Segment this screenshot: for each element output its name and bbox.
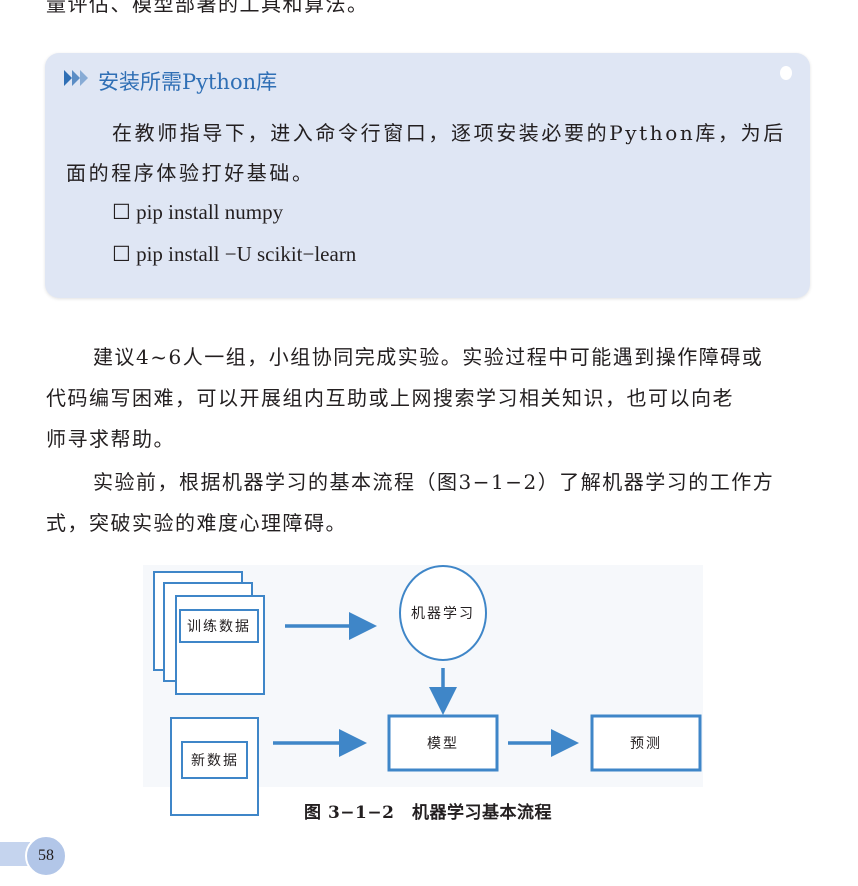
activity-title: 安装所需Python库 [98,70,278,94]
machine-learning-node [399,565,487,661]
new-data-label: 新数据 [191,753,239,769]
activity-text: 在教师指导下，进入命令行窗口，逐项安装必要的Python库，为后 [112,121,786,145]
training-data-label: 训练数据 [187,619,251,635]
model-node [387,714,499,772]
model-label: 模型 [427,736,459,752]
new-data-label-box [181,741,248,779]
body-text: 式，突破实验的难度心理障碍。 [46,511,347,535]
body-text: 实验前，根据机器学习的基本流程（图3−1−2）了解机器学习的工作方 [93,470,775,494]
top-text-line: 量评估、模型部署的工具和算法。 [46,0,369,16]
decorative-dot [780,66,792,80]
install-step-sklearn: ☐ pip install −U scikit−learn [112,242,357,266]
body-text: 建议4~6人一组，小组协同完成实验。实验过程中可能遇到操作障碍或 [93,345,764,369]
training-data-label-box [179,609,259,643]
activity-box [45,53,810,298]
prediction-label: 预测 [630,736,662,752]
page-number: 58 [25,835,67,877]
body-text: 师寻求帮助。 [46,427,175,451]
body-text: 代码编写困难，可以开展组内互助或上网搜索学习相关知识，也可以向老 [46,386,734,410]
install-step-numpy: ☐ pip install numpy [112,200,284,224]
figure-caption: 图 3−1−2 机器学习基本流程 [304,802,552,823]
machine-learning-label: 机器学习 [411,606,475,622]
prediction-node [590,714,702,772]
activity-text: 面的程序体验打好基础。 [66,161,315,185]
